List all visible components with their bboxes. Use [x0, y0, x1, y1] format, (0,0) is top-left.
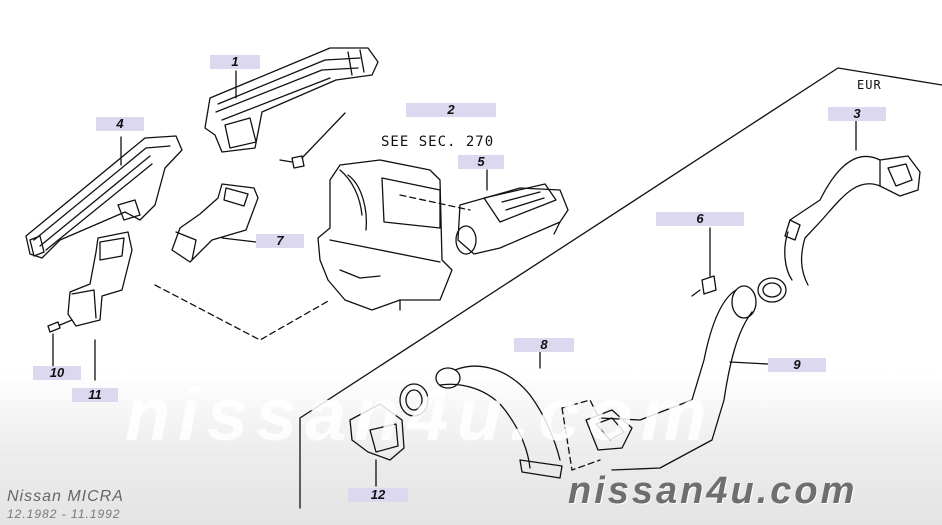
watermark-small: nissan4u.com: [568, 470, 858, 512]
callout-4: 4: [96, 117, 144, 131]
part-2-screw: [279, 112, 346, 169]
callout-5: 5: [458, 155, 504, 169]
heater-unit: [317, 159, 453, 311]
part-11-duct: [67, 231, 133, 381]
callout-7: 7: [256, 234, 304, 248]
part-6-clip: [691, 227, 717, 297]
region-label: EUR: [857, 78, 882, 92]
part-4-vent-duct: [25, 135, 183, 259]
part-12-elbow: [349, 403, 405, 487]
part-5-vent: [455, 169, 569, 255]
section-divider-lines: [299, 67, 942, 509]
model-years: 12.1982 - 11.1992: [7, 507, 121, 521]
callout-10: 10: [33, 366, 81, 380]
watermark-large: nissan4u.com: [125, 373, 715, 456]
part-8-duct: [399, 351, 563, 479]
footer-gradient: [0, 372, 942, 525]
callout-8: 8: [514, 338, 574, 352]
callout-3: 3: [828, 107, 886, 121]
part-9-duct: [585, 285, 769, 471]
callout-1: 1: [210, 55, 260, 69]
callout-2: 2: [406, 103, 496, 117]
callout-12: 12: [348, 488, 408, 502]
see-section-label: SEE SEC. 270: [381, 134, 495, 150]
model-name: Nissan MICRA: [7, 488, 124, 505]
dashed-leaders: [154, 194, 601, 471]
callout-11: 11: [72, 388, 118, 402]
part-10-screw: [47, 319, 73, 367]
part-3-hose: [757, 118, 921, 303]
callout-6: 6: [656, 212, 744, 226]
part-1-vent-duct: [204, 47, 379, 153]
part-7-connector: [171, 183, 259, 263]
callout-9: 9: [768, 358, 826, 372]
